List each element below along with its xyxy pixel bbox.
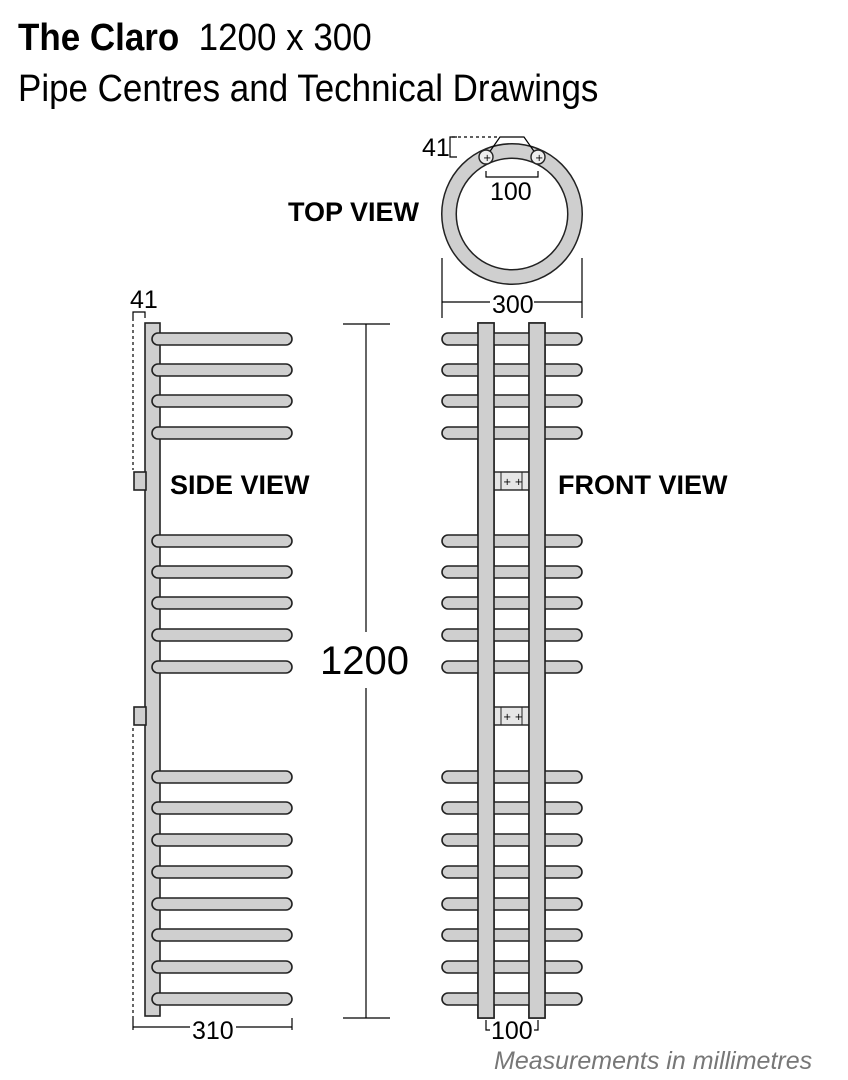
front-view-towel-bar bbox=[441, 865, 583, 879]
side-view-towel-bar bbox=[151, 865, 293, 879]
height-label: 1200 bbox=[320, 639, 409, 683]
front-view-towel-bar bbox=[441, 565, 583, 579]
front-view-drawing: + + + + bbox=[441, 322, 583, 1031]
page-title: The Claro 1200 x 300 bbox=[18, 16, 372, 60]
product-size: 1200 x 300 bbox=[198, 17, 372, 59]
top-view-ring bbox=[442, 144, 582, 284]
top-wall-offset-dim-line bbox=[449, 136, 457, 158]
front-view-towel-bar bbox=[441, 960, 583, 974]
side-view-towel-bar bbox=[151, 534, 293, 548]
side-view-towel-bar bbox=[151, 394, 293, 408]
front-pipe-centres-dim-left bbox=[485, 1020, 490, 1031]
top-width-label: 300 bbox=[492, 291, 534, 319]
top-view-drawing: + + bbox=[441, 136, 583, 318]
side-view-towel-bar bbox=[151, 332, 293, 346]
top-wall-offset-label: 41 bbox=[422, 134, 450, 162]
front-view-towel-bar bbox=[441, 897, 583, 911]
front-view-towel-bar bbox=[441, 770, 583, 784]
side-view-towel-bar bbox=[151, 833, 293, 847]
page-subtitle: Pipe Centres and Technical Drawings bbox=[18, 68, 599, 110]
side-depth-label: 310 bbox=[192, 1017, 234, 1045]
top-view-wall-bracket bbox=[485, 136, 539, 158]
side-view-label: SIDE VIEW bbox=[170, 470, 310, 500]
svg-text:+: + bbox=[483, 153, 491, 164]
front-view-label: FRONT VIEW bbox=[558, 470, 728, 500]
front-view-towel-bar bbox=[441, 426, 583, 440]
side-view-towel-bar bbox=[151, 660, 293, 674]
front-view-towel-bar bbox=[441, 394, 583, 408]
svg-text:+: + bbox=[535, 153, 543, 164]
front-view-towel-bar bbox=[441, 833, 583, 847]
front-view-bracket-upper: + + bbox=[493, 471, 530, 491]
side-view-drawing bbox=[132, 311, 293, 1030]
side-wall-offset-dim-line bbox=[132, 311, 146, 318]
front-view-towel-bar bbox=[441, 534, 583, 548]
top-pipe-centres-label: 100 bbox=[490, 178, 532, 206]
side-view-towel-bar bbox=[151, 928, 293, 942]
side-view-towel-bar bbox=[151, 596, 293, 610]
front-view-upright-right-overlay bbox=[528, 322, 546, 1019]
front-view-towel-bar bbox=[441, 363, 583, 377]
side-wall-offset-label: 41 bbox=[130, 286, 158, 314]
front-view-towel-bar bbox=[441, 928, 583, 942]
top-view-label: TOP VIEW bbox=[288, 197, 420, 227]
height-dimension bbox=[343, 323, 390, 1019]
svg-text:+ +: + + bbox=[503, 712, 523, 723]
front-view-towel-bar bbox=[441, 660, 583, 674]
top-view-pipe-left bbox=[478, 149, 494, 165]
front-pipe-centres-dim-right bbox=[534, 1020, 539, 1031]
front-view-bracket-lower: + + bbox=[493, 706, 530, 726]
side-view-towel-bar bbox=[151, 897, 293, 911]
front-view-towel-bar bbox=[441, 628, 583, 642]
side-view-towel-bar bbox=[151, 426, 293, 440]
front-pipe-centres-label: 100 bbox=[491, 1017, 533, 1045]
side-view-bracket-lower bbox=[133, 706, 147, 726]
top-view-pipe-right bbox=[530, 149, 546, 165]
front-view-towel-bar bbox=[441, 801, 583, 815]
measurement-note: Measurements in millimetres bbox=[494, 1047, 812, 1075]
side-view-towel-bar bbox=[151, 770, 293, 784]
side-view-towel-bar bbox=[151, 565, 293, 579]
side-view-bracket-upper bbox=[133, 471, 147, 491]
top-pipe-centres-dim-line bbox=[485, 171, 539, 178]
front-view-towel-bar bbox=[441, 596, 583, 610]
svg-text:+ +: + + bbox=[503, 477, 523, 488]
side-view-towel-bar bbox=[151, 628, 293, 642]
side-view-towel-bar bbox=[151, 363, 293, 377]
side-view-towel-bar bbox=[151, 992, 293, 1006]
front-view-upright-left-overlay bbox=[477, 322, 495, 1019]
side-view-towel-bar bbox=[151, 960, 293, 974]
front-view-towel-bar bbox=[441, 332, 583, 346]
front-view-towel-bar bbox=[441, 992, 583, 1006]
product-name: The Claro bbox=[18, 17, 180, 59]
side-view-towel-bar bbox=[151, 801, 293, 815]
